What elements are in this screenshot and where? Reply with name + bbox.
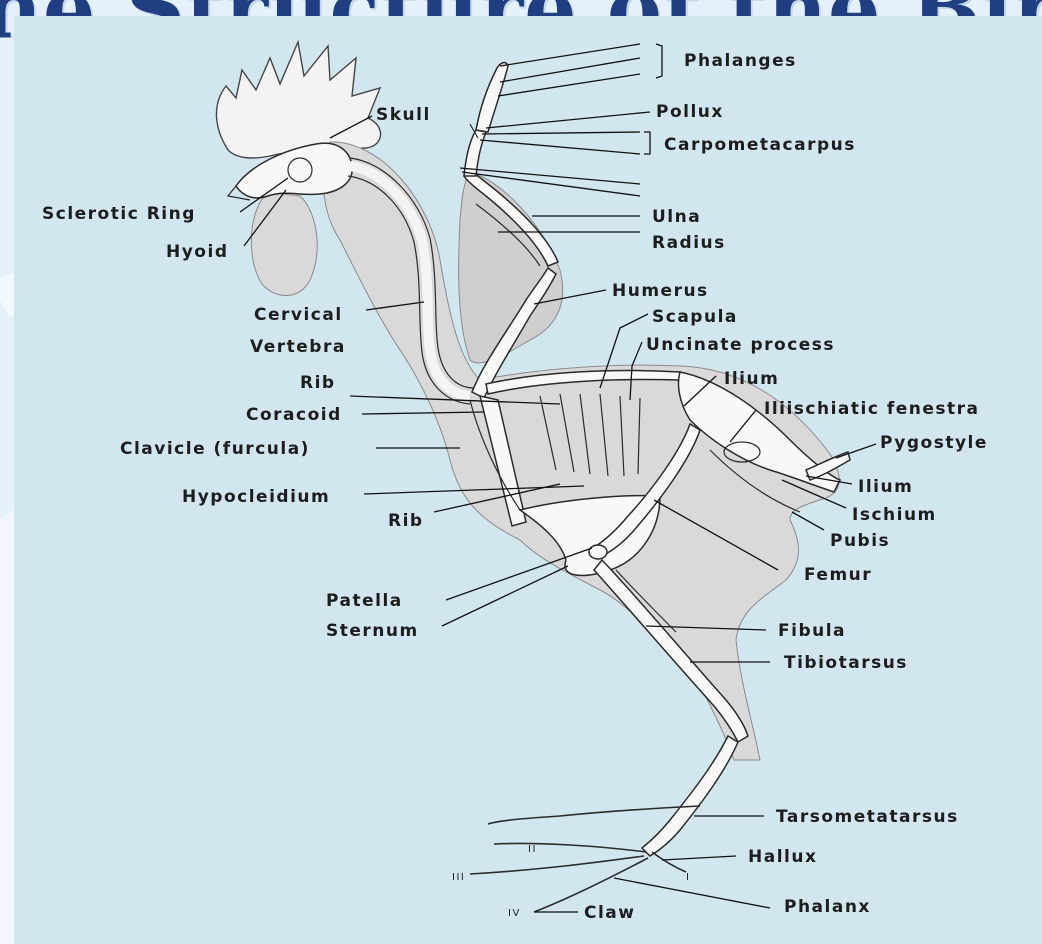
label-claw: Claw	[584, 903, 635, 923]
label-carpometacarpus: Carpometacarpus	[664, 135, 856, 155]
wattle	[251, 192, 317, 296]
label-ulna: Ulna	[652, 207, 701, 227]
toe-numeral-ii: II	[528, 844, 537, 855]
label-femur: Femur	[804, 565, 872, 585]
label-hyoid: Hyoid	[166, 242, 228, 262]
diagram-panel: Phalanges Pollux Carpometacarpus Skull S…	[14, 16, 1042, 944]
label-clavicle: Clavicle (furcula)	[120, 439, 310, 459]
label-ilium-upper: Ilium	[724, 369, 779, 389]
phalanges-bone	[476, 63, 508, 132]
label-tibiotarsus: Tibiotarsus	[784, 653, 908, 673]
label-hallux: Hallux	[748, 847, 817, 867]
label-pollux: Pollux	[656, 102, 724, 122]
label-rib-upper: Rib	[300, 373, 336, 393]
label-tarsometatarsus: Tarsometatarsus	[776, 807, 959, 827]
label-sternum: Sternum	[326, 621, 419, 641]
label-radius: Radius	[652, 233, 726, 253]
patella-bone	[589, 545, 607, 559]
label-fibula: Fibula	[778, 621, 846, 641]
label-phalanx: Phalanx	[784, 897, 871, 917]
label-pygostyle: Pygostyle	[880, 433, 988, 453]
label-humerus: Humerus	[612, 281, 709, 301]
toe-numeral-i: I	[686, 872, 690, 883]
label-coracoid: Coracoid	[246, 405, 342, 425]
toes	[470, 843, 686, 912]
label-vertebra: Vertebra	[250, 337, 346, 357]
label-hypocleidium: Hypocleidium	[182, 487, 330, 507]
comb	[216, 42, 380, 158]
tarsometatarsus-bone	[642, 736, 738, 856]
toe-numeral-iv: IV	[508, 908, 521, 919]
toe-numeral-iii: III	[452, 872, 465, 883]
skeleton-diagram: Phalanges Pollux Carpometacarpus Skull S…	[14, 16, 1042, 944]
label-cervical: Cervical	[254, 305, 343, 325]
label-uncinate-process: Uncinate process	[646, 335, 835, 355]
label-iliischiatic-fenestra: Iliischiatic fenestra	[764, 399, 980, 419]
label-rib-lower: Rib	[388, 511, 424, 531]
label-phalanges: Phalanges	[684, 51, 797, 71]
label-sclerotic-ring: Sclerotic Ring	[42, 204, 196, 224]
label-ilium-lower: Ilium	[858, 477, 913, 497]
label-patella: Patella	[326, 591, 403, 611]
label-pubis: Pubis	[830, 531, 890, 551]
label-skull: Skull	[376, 105, 431, 125]
label-ischium: Ischium	[852, 505, 937, 525]
label-scapula: Scapula	[652, 307, 738, 327]
